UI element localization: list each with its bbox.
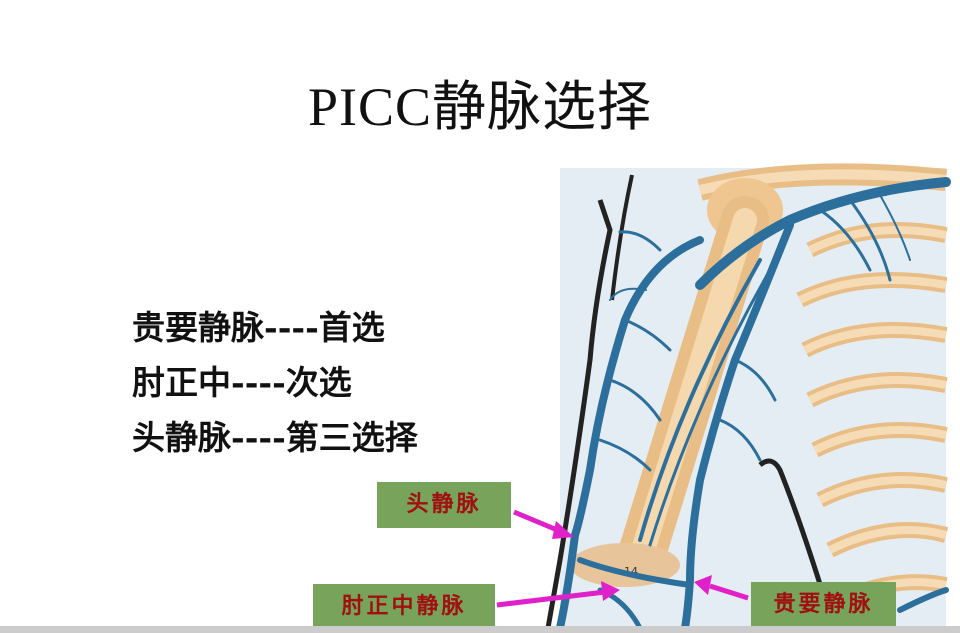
arrow-basilic <box>694 575 749 601</box>
slide-title: PICC静脉选择 <box>307 77 653 137</box>
label-cephalic-vein: 头静脉 <box>377 482 511 528</box>
label-median-cubital-vein: 肘正中静脉 <box>313 584 495 630</box>
list-item-third-choice: 头静脉----第三选择 <box>132 418 418 457</box>
armpit-outline <box>758 458 835 629</box>
label-basilic-vein: 贵要静脉 <box>751 582 896 628</box>
vein-network <box>556 177 951 632</box>
bottom-scrollbar-strip <box>0 626 960 633</box>
vein-priority-list: 贵要静脉----首选 肘正中----次选 头静脉----第三选择 <box>132 300 418 465</box>
list-item-second-choice: 肘正中----次选 <box>132 363 352 402</box>
list-item-first-choice: 贵要静脉----首选 <box>132 308 385 347</box>
shoulder-outline <box>610 174 634 301</box>
arrow-cephalic <box>513 509 574 539</box>
arrow-median-cubital <box>496 581 620 608</box>
arm-outline-outer <box>545 199 613 629</box>
